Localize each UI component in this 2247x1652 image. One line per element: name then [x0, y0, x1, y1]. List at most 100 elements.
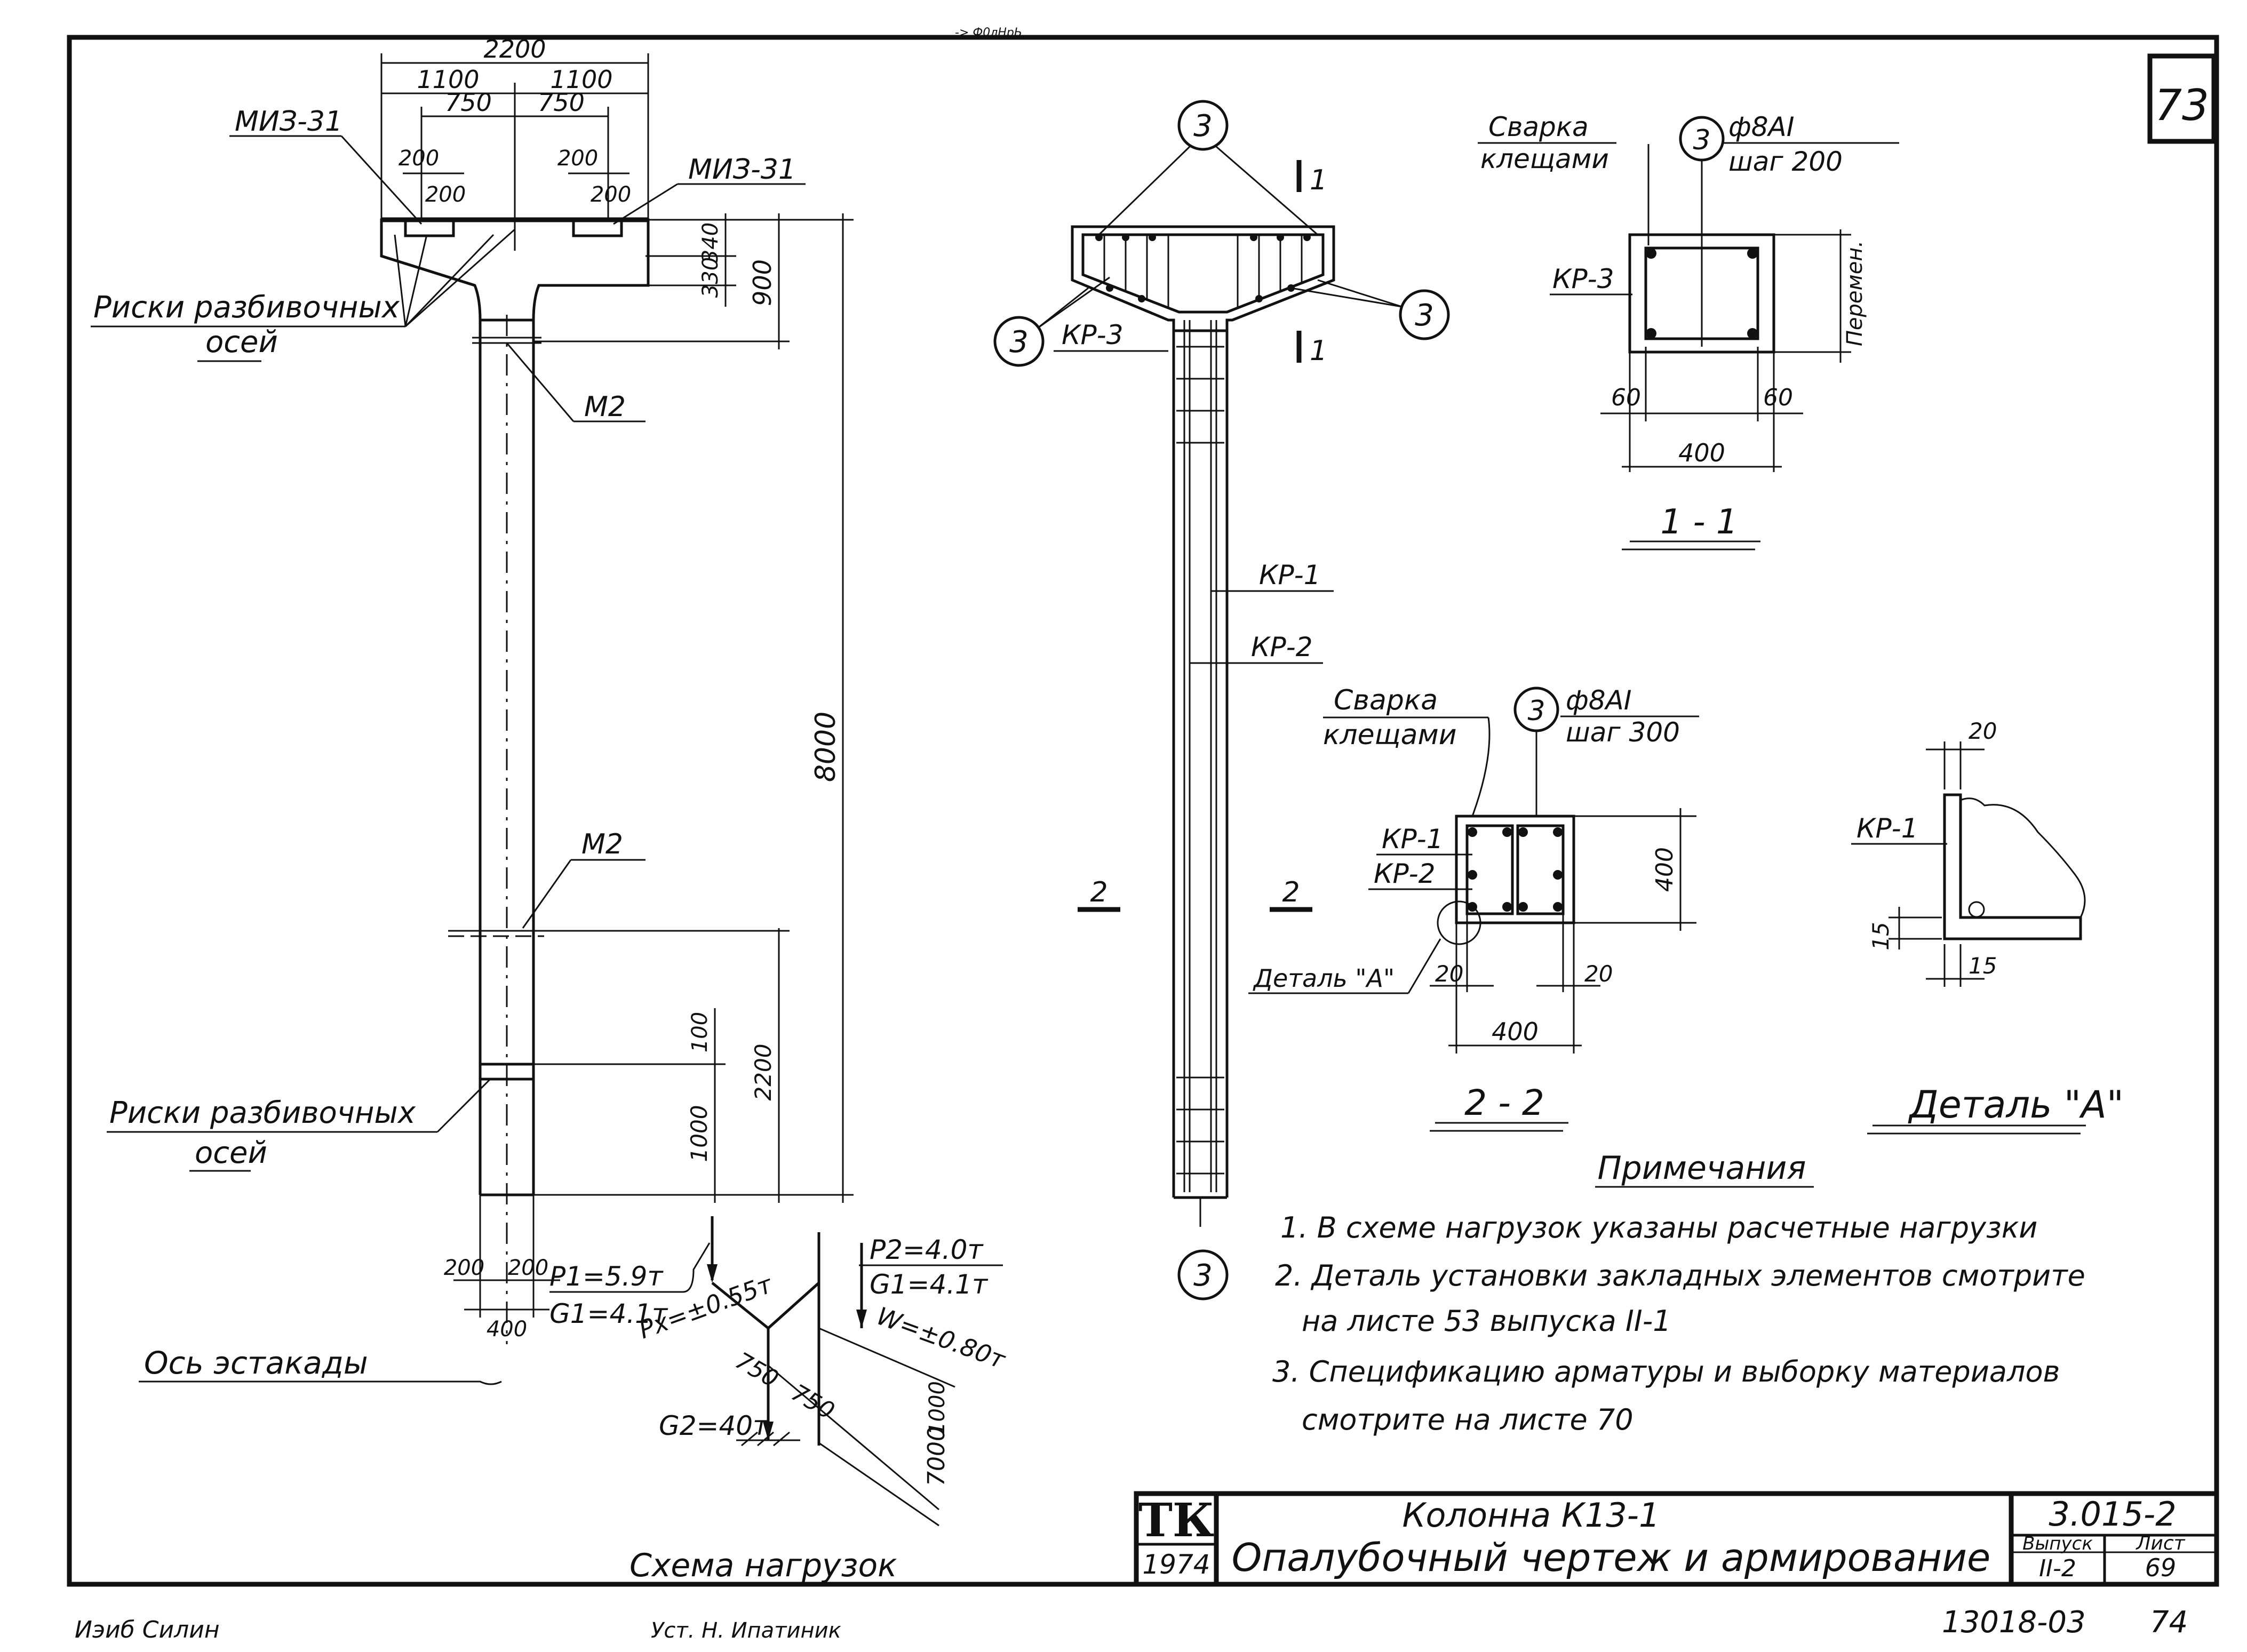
s11-bar-2: шаг 200: [1728, 146, 1843, 177]
svg-text:3: 3: [1527, 695, 1545, 727]
section-1-1: Сварка клещами 3 ф8АI шаг 200 Перемен. К…: [1478, 111, 1899, 550]
title-code: 3.015-2: [2049, 1495, 2176, 1534]
svg-text:3: 3: [1415, 298, 1434, 333]
s11-variable: Перемен.: [1843, 241, 1867, 346]
s11-dim-400: 400: [1678, 438, 1725, 467]
top-stamp: -> Ф0лНрЬ: [955, 26, 1022, 39]
s11-weld-2: клещами: [1480, 143, 1609, 174]
marker-3-right: 3: [1290, 279, 1450, 340]
label-kp1: КР-1: [1259, 560, 1321, 590]
title-issue-label: Выпуск: [2022, 1533, 2093, 1554]
dim-bottom-200a: 200: [444, 1256, 484, 1280]
dim-1000: 1000: [686, 1105, 712, 1162]
detail-a-title: Деталь "А": [1908, 1083, 2124, 1127]
dim-340: 340: [698, 222, 723, 263]
title-block: ТК 1974 Колонна К13-1 Опалубочный чертеж…: [1134, 1491, 2219, 1587]
s11-weld-1: Сварка: [1488, 111, 1589, 142]
reinforcement-capital: [1071, 225, 1335, 332]
dim-200-left-b: 200: [425, 182, 466, 207]
load-scheme-title: Схема нагрузок: [630, 1547, 897, 1584]
reinforcement-view: 3 3 3 3 1 1 2 2 КР-3 КР: [993, 100, 1450, 1300]
label-miz31-right: МИЗ-31: [688, 154, 796, 186]
label-risks-top-1: Риски разбивочных: [93, 290, 400, 325]
embedded-plate-right: [572, 218, 623, 237]
label-risks-top-2: осей: [205, 325, 278, 360]
s11-dim-60b: 60: [1763, 384, 1793, 411]
load-g1-left: G1=4.1т: [549, 1298, 668, 1329]
sheet-number-box: [2147, 53, 2217, 144]
label-kp3: КР-3: [1062, 320, 1124, 350]
label-m2-mid: М2: [581, 828, 623, 860]
dim-200-right-b: 200: [591, 182, 631, 207]
cut-1-top: 1: [1310, 164, 1327, 196]
s22-dim-400-bottom: 400: [1492, 1017, 1539, 1046]
s22-weld-1: Сварка: [1334, 684, 1438, 716]
dim-bottom-400: 400: [487, 1317, 527, 1342]
detail-a-kp1: КР-1: [1856, 813, 1918, 844]
s22-weld-2: клещами: [1323, 719, 1457, 751]
embedded-plate-left: [404, 218, 455, 237]
label-risks-bottom-2: осей: [195, 1136, 267, 1170]
s22-bar-1: ф8АI: [1566, 685, 1632, 716]
s22-dim-20a: 20: [1435, 961, 1463, 987]
section-2-2: Сварка клещами 3 ф8АI шаг 300 КР-1 КР-2 …: [1248, 684, 1699, 1132]
title-year: 1974: [1142, 1549, 1210, 1580]
s22-detail-ref: Деталь "А": [1253, 964, 1395, 993]
cut-2-right: 2: [1282, 876, 1300, 908]
s11-section-box: [1628, 233, 1775, 354]
title-line1: Колонна К13-1: [1402, 1496, 1660, 1535]
s22-dim-20b: 20: [1584, 961, 1613, 987]
s22-title: 2 - 2: [1464, 1082, 1544, 1123]
column-elevation: 2200 1100 1100 750 750 200 200 200 200: [91, 35, 854, 1385]
detail-a-dim-15b: 15: [1969, 953, 1997, 979]
detail-a-dim-20: 20: [1969, 718, 1997, 744]
s22-detail-circle: [1437, 900, 1481, 945]
marker-3-bottom: 3: [1177, 1249, 1229, 1300]
svg-text:3: 3: [1193, 1258, 1213, 1293]
dim-200-right-a: 200: [557, 146, 598, 171]
label-miz31-left: МИЗ-31: [235, 106, 342, 138]
shaft-stirrups: [1176, 346, 1224, 1175]
dim-100: 100: [688, 1012, 712, 1052]
label-kp2: КР-2: [1251, 632, 1313, 663]
dim-200-left-a: 200: [399, 146, 439, 171]
title-sheet-label: Лист: [2135, 1533, 2185, 1554]
notes-heading: Примечания: [1598, 1150, 1806, 1187]
dim-bottom-200b: 200: [508, 1256, 548, 1280]
sheet-number: 73: [2155, 81, 2209, 130]
load-g1-right: G1=4.1т: [870, 1269, 989, 1300]
cut-2-left: 2: [1090, 876, 1107, 908]
label-risks-bottom-1: Риски разбивочных: [109, 1096, 416, 1130]
sheet-frame: [67, 35, 2219, 1587]
dim-8000: 8000: [810, 712, 842, 782]
dim-750-right: 750: [538, 88, 585, 117]
load-dim-750a: 750: [731, 1347, 783, 1393]
svg-text:3: 3: [1693, 124, 1710, 156]
dim-330: 330: [698, 257, 723, 298]
dim-2200: 2200: [483, 35, 546, 63]
signature-mid: Уст. Н. Ипатиник: [651, 1618, 841, 1643]
cut-1-bottom: 1: [1310, 335, 1327, 367]
s22-kp1: КР-1: [1382, 824, 1444, 855]
s11-kp: КР-3: [1552, 264, 1614, 294]
load-w: W=±0.80т: [873, 1302, 1009, 1375]
title-sheet-value: 69: [2145, 1553, 2177, 1582]
dim-1100-right: 1100: [550, 65, 612, 94]
load-dim-1000: 1000: [925, 1381, 950, 1435]
signature-left: Иэиб Силин: [75, 1616, 220, 1643]
title-logo: ТК: [1138, 1494, 1214, 1547]
bottom-code: 13018-03: [1942, 1605, 2086, 1640]
svg-text:3: 3: [1009, 325, 1029, 360]
svg-text:3: 3: [1193, 109, 1213, 143]
title-issue-value: II-2: [2039, 1555, 2076, 1582]
load-g2: G2=40т: [659, 1410, 769, 1441]
s11-bar-1: ф8АI: [1728, 111, 1795, 142]
load-dim-7000: 7000: [923, 1426, 950, 1486]
notes: Примечания 1. В схеме нагрузок указаны р…: [1272, 1150, 2085, 1436]
note-2b: на листе 53 выпуска II-1: [1302, 1304, 1671, 1338]
label-axis-name: Ось эстакады: [144, 1345, 368, 1381]
marker-3-top: 3: [1098, 100, 1318, 236]
dim-1100-left: 1100: [417, 65, 479, 94]
load-scheme: P1=5.9т G1=4.1т P2=4.0т G1=4.1т Px=±0.55…: [549, 1216, 1009, 1585]
